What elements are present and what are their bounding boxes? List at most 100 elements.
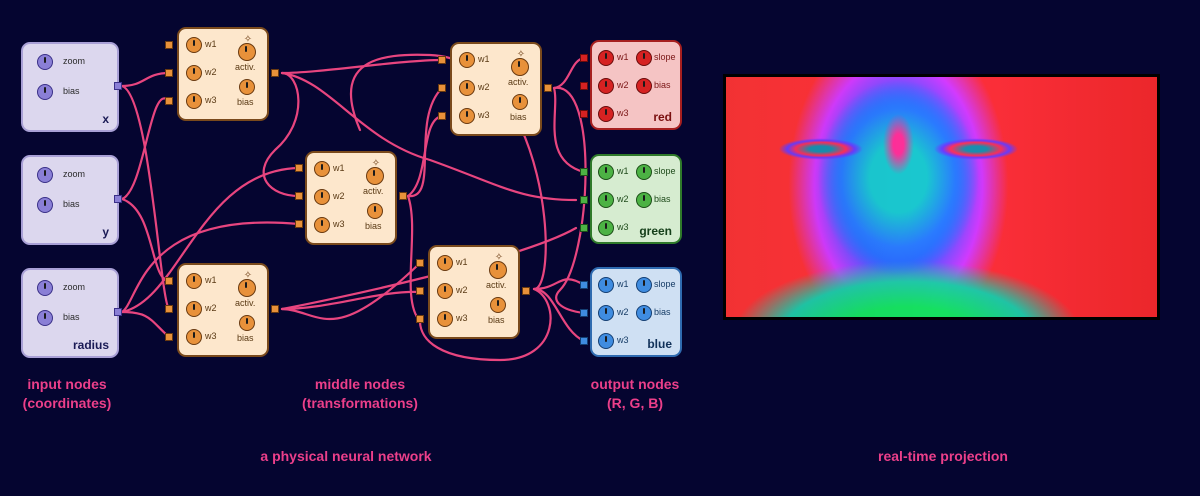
input-node-radius[interactable]: zoom bias radius [21,268,119,358]
input-node-x[interactable]: zoom bias x [21,42,119,132]
w1-knob[interactable] [437,255,453,271]
input-port-w3[interactable] [580,110,588,118]
input-port-w1[interactable] [580,168,588,176]
knob-label: w3 [617,108,629,118]
bias-knob[interactable] [636,192,652,208]
bias-knob[interactable] [490,297,506,313]
slope-knob[interactable] [636,277,652,293]
w1-knob[interactable] [459,52,475,68]
slope-knob[interactable] [636,164,652,180]
input-port-w1[interactable] [580,281,588,289]
activation-knob[interactable] [486,254,512,279]
w3-knob[interactable] [598,333,614,349]
output-port[interactable] [522,287,530,295]
w2-knob[interactable] [186,65,202,81]
w3-knob[interactable] [598,106,614,122]
bias-knob[interactable] [239,79,255,95]
output-node-red[interactable]: w1 w2 w3 slope bias red [590,40,682,130]
slope-knob[interactable] [636,50,652,66]
bias-knob[interactable] [239,315,255,331]
input-port-w1[interactable] [580,54,588,62]
input-port-w1[interactable] [165,41,173,49]
wire [280,261,422,321]
w3-knob[interactable] [459,108,475,124]
w2-knob[interactable] [314,189,330,205]
input-port-w2[interactable] [416,287,424,295]
w1-knob[interactable] [598,50,614,66]
bias-knob[interactable] [37,197,53,213]
activation-knob[interactable] [235,272,261,297]
w2-knob[interactable] [598,192,614,208]
w2-knob[interactable] [598,305,614,321]
w1-knob[interactable] [186,37,202,53]
activation-knob[interactable] [235,36,261,61]
output-port[interactable] [114,308,122,316]
bias-knob[interactable] [512,94,528,110]
output-port[interactable] [399,192,407,200]
zoom-knob[interactable] [37,54,53,70]
input-port-w2[interactable] [580,196,588,204]
bias-knob[interactable] [37,84,53,100]
w2-knob[interactable] [459,80,475,96]
zoom-knob[interactable] [37,167,53,183]
bias-knob[interactable] [37,310,53,326]
w2-knob[interactable] [186,301,202,317]
input-port-w3[interactable] [295,220,303,228]
wire [120,197,171,283]
output-node-green[interactable]: w1 w2 w3 slope bias green [590,154,682,244]
w3-knob[interactable] [314,217,330,233]
output-port[interactable] [271,305,279,313]
input-port-w2[interactable] [438,84,446,92]
node-title: blue [647,337,672,351]
bias-knob[interactable] [636,78,652,94]
output-port[interactable] [114,195,122,203]
bias-knob[interactable] [636,305,652,321]
w2-knob[interactable] [598,78,614,94]
zoom-knob[interactable] [37,280,53,296]
w1-knob[interactable] [598,277,614,293]
activation-knob[interactable] [363,160,389,185]
w1-knob[interactable] [186,273,202,289]
input-port-w1[interactable] [416,259,424,267]
input-port-w1[interactable] [165,277,173,285]
input-port-w3[interactable] [580,224,588,232]
w2-knob[interactable] [437,283,453,299]
w3-knob[interactable] [437,311,453,327]
w1-knob[interactable] [598,164,614,180]
w3-knob[interactable] [186,93,202,109]
bias-knob[interactable] [367,203,383,219]
middle-node-3[interactable]: w1 w2 w3 activ. bias [177,263,269,357]
input-port-w3[interactable] [580,337,588,345]
input-port-w1[interactable] [295,164,303,172]
input-port-w1[interactable] [438,56,446,64]
caption-line: middle nodes [314,376,406,392]
w3-knob[interactable] [598,220,614,236]
middle-node-2[interactable]: w1 w2 w3 activ. bias [305,151,397,245]
input-port-w3[interactable] [165,333,173,341]
output-port[interactable] [114,82,122,90]
w1-knob[interactable] [314,161,330,177]
output-port[interactable] [544,84,552,92]
knob-label: zoom [63,169,86,179]
input-port-w3[interactable] [416,315,424,323]
input-port-w2[interactable] [165,69,173,77]
output-node-blue[interactable]: w1 w2 w3 slope bias blue [590,267,682,357]
knob-label: w3 [205,95,217,105]
input-port-w3[interactable] [438,112,446,120]
middle-node-5[interactable]: w1 w2 w3 activ. bias [428,245,520,339]
wire [120,97,171,201]
input-port-w2[interactable] [165,305,173,313]
input-port-w3[interactable] [165,97,173,105]
input-port-w2[interactable] [295,192,303,200]
input-port-w2[interactable] [580,82,588,90]
output-port[interactable] [271,69,279,77]
input-port-w2[interactable] [580,309,588,317]
activation-knob[interactable] [508,51,534,76]
knob-label: bias [237,333,254,343]
w3-knob[interactable] [186,329,202,345]
input-node-y[interactable]: zoom bias y [21,155,119,245]
middle-node-1[interactable]: w1 w2 w3 activ. bias [177,27,269,121]
middle-node-4[interactable]: w1 w2 w3 activ. bias [450,42,542,136]
knob-label: w1 [617,279,629,289]
knob-label: w2 [456,285,468,295]
